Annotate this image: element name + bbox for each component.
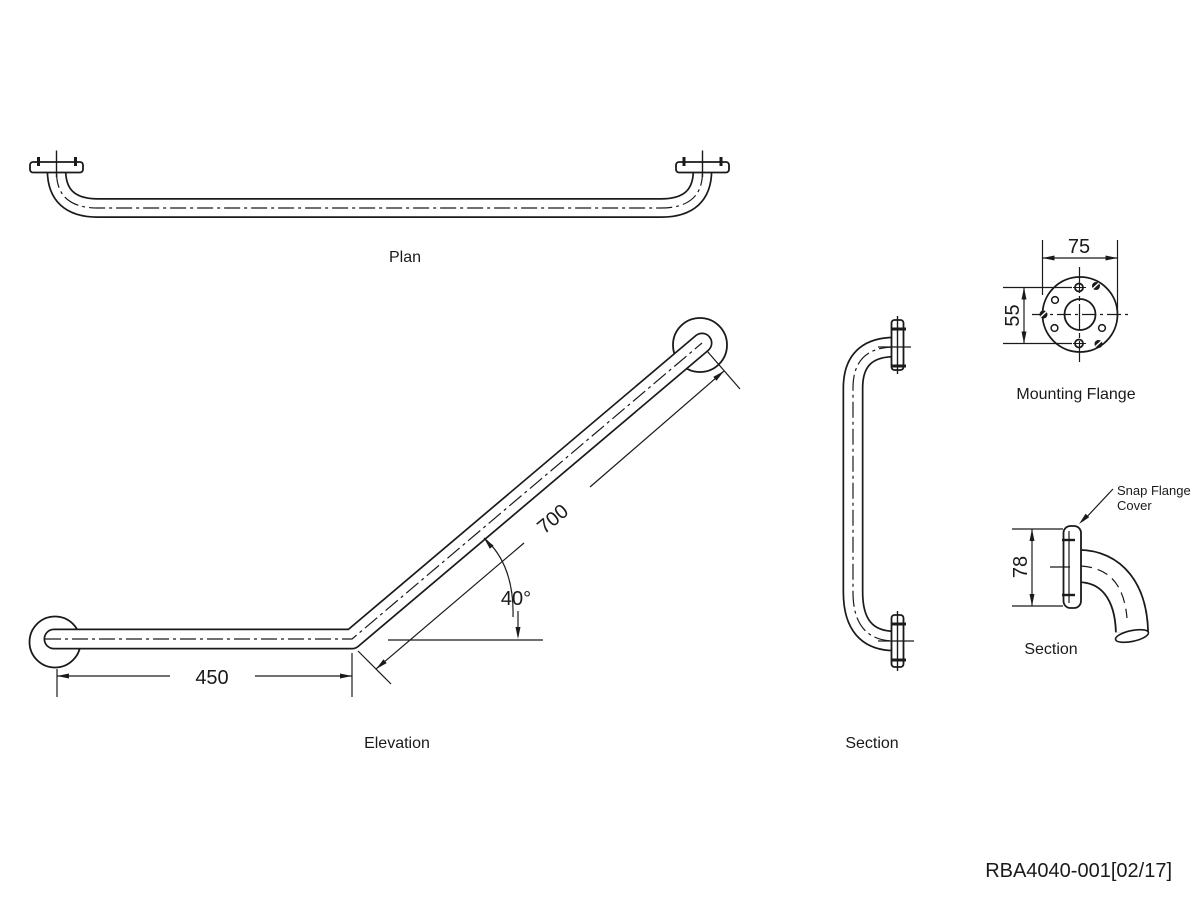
part-number: RBA4040-001[02/17] — [985, 860, 1172, 882]
section-view: Section — [842, 316, 914, 752]
section-centerline — [852, 346, 896, 642]
elevation-centerline — [45, 342, 703, 640]
section-bottom-flange — [878, 611, 914, 671]
elevation-view: 450 700 40° Elevation — [28, 317, 741, 752]
dim-arrow-bottom — [376, 659, 387, 669]
dim-arrow-left — [57, 673, 69, 679]
dim-78-text: 78 — [1010, 556, 1032, 578]
detail-callout: Snap Flange Cover — [1079, 483, 1191, 524]
flange-dim-75: 75 — [1041, 236, 1119, 312]
leader-arrow — [1079, 513, 1090, 524]
plan-left-flange — [29, 150, 84, 177]
mounting-flange-view: 75 55 Mounting Flange — [1002, 236, 1136, 403]
dim-arrow-top — [713, 371, 724, 381]
dim-arrow-right — [340, 673, 352, 679]
elevation-angle-40: 40° — [388, 537, 543, 641]
plan-centerline — [55, 171, 704, 209]
mounting-flange-label: Mounting Flange — [1016, 386, 1135, 403]
angle-down-arrow — [515, 627, 521, 639]
flange-dim-55: 55 — [1002, 286, 1072, 345]
elevation-view-label: Elevation — [364, 735, 430, 752]
plan-view-label: Plan — [389, 249, 421, 266]
section-top-flange — [878, 316, 911, 374]
angle-arc-arrow — [484, 538, 494, 549]
plan-view: Plan — [29, 150, 730, 266]
detail-dim-78: 78 — [1010, 528, 1063, 607]
elevation-dim-700: 700 — [357, 350, 741, 685]
callout-line2: Cover — [1117, 498, 1152, 513]
dim-75-text: 75 — [1068, 236, 1090, 258]
elevation-tube-outline — [43, 332, 713, 650]
dim-55-text: 55 — [1002, 304, 1024, 326]
callout-line1: Snap Flange — [1117, 483, 1191, 498]
section-view-label: Section — [845, 735, 898, 752]
elevation-dim-450: 450 — [56, 653, 353, 697]
dim-700-text: 700 — [533, 500, 573, 538]
detail-tube-end — [1114, 628, 1150, 644]
plan-right-flange — [675, 150, 730, 177]
section-detail-label: Section — [1024, 641, 1077, 658]
dim-450-text: 450 — [195, 667, 228, 689]
section-detail-view: 78 Snap Flange Cover Section — [1010, 483, 1191, 658]
dim-40deg-text: 40° — [501, 588, 531, 610]
elevation-right-flange — [672, 317, 728, 373]
detail-flange-cover — [1050, 525, 1082, 609]
flange-clip-marks — [1039, 282, 1103, 348]
detail-tube-centerline — [1080, 565, 1128, 619]
flange-bolt-holes — [1050, 282, 1107, 349]
